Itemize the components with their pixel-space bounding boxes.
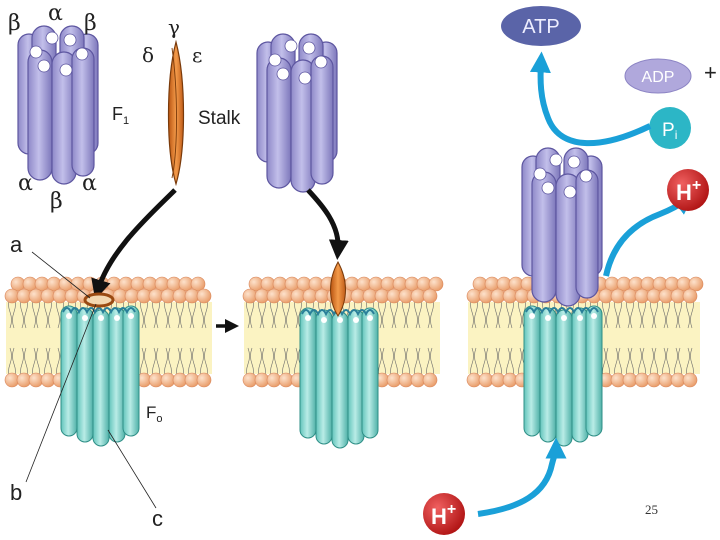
- label-h-bottom: H+: [431, 501, 456, 529]
- leader-c: [107, 429, 157, 509]
- label-alpha-top: α: [48, 1, 63, 26]
- f1-complex-assembled: [521, 147, 603, 307]
- label-stalk: Stalk: [198, 108, 241, 129]
- label-beta-top-right: β: [84, 11, 97, 36]
- label-alpha-bottom-left: α: [18, 171, 33, 196]
- label-pi: Pi: [662, 120, 677, 142]
- label-alpha-bottom-right: α: [82, 171, 97, 196]
- arrow-proton-exit: [603, 193, 695, 277]
- label-adp: ADP: [642, 69, 675, 86]
- lipid-head: [196, 288, 212, 304]
- label-b: b: [10, 480, 22, 505]
- label-delta: δ: [142, 43, 154, 67]
- atp-oval: [501, 6, 581, 46]
- label-c: c: [152, 506, 163, 531]
- arrow-pi-to-atp: [529, 51, 652, 146]
- label-atp: ATP: [522, 16, 559, 38]
- page-number: 25: [645, 502, 658, 517]
- f1-complex: [17, 25, 99, 185]
- f1-complex-copy: [256, 33, 338, 193]
- lipid-head: [682, 372, 698, 388]
- stalk-in-fo: [330, 260, 346, 317]
- arrow-f1-to-membrane: [306, 188, 349, 260]
- lipid-head: [196, 372, 212, 388]
- lipid-head: [422, 372, 438, 388]
- leader-b: [25, 303, 97, 483]
- lipid-head: [422, 288, 438, 304]
- arrow-stalk-to-fo: [91, 188, 177, 300]
- label-beta-bottom: β: [50, 189, 63, 214]
- f0-complex-left: [60, 305, 140, 447]
- f0-complex-right: [523, 305, 603, 447]
- f0-complex-middle: [299, 307, 379, 449]
- pi-circle: [649, 107, 691, 149]
- stalk-base-a: [83, 292, 115, 308]
- label-gamma: γ: [168, 15, 180, 39]
- lipid-head: [682, 288, 698, 304]
- proton-top: [667, 169, 709, 211]
- label-h-top: H+: [676, 177, 701, 205]
- label-a: a: [10, 232, 23, 257]
- label-plus: +: [704, 60, 717, 85]
- label-beta-top-left: β: [8, 11, 21, 36]
- label-f0: Fo: [146, 403, 163, 425]
- stalk-gamma-delta-epsilon: [167, 39, 185, 187]
- arrow-proton-entry: [477, 437, 567, 517]
- label-epsilon: ε: [192, 43, 202, 67]
- leader-a: [31, 251, 91, 299]
- label-f1: F1: [112, 104, 129, 127]
- proton-bottom: [423, 493, 465, 535]
- adp-oval: [624, 58, 692, 94]
